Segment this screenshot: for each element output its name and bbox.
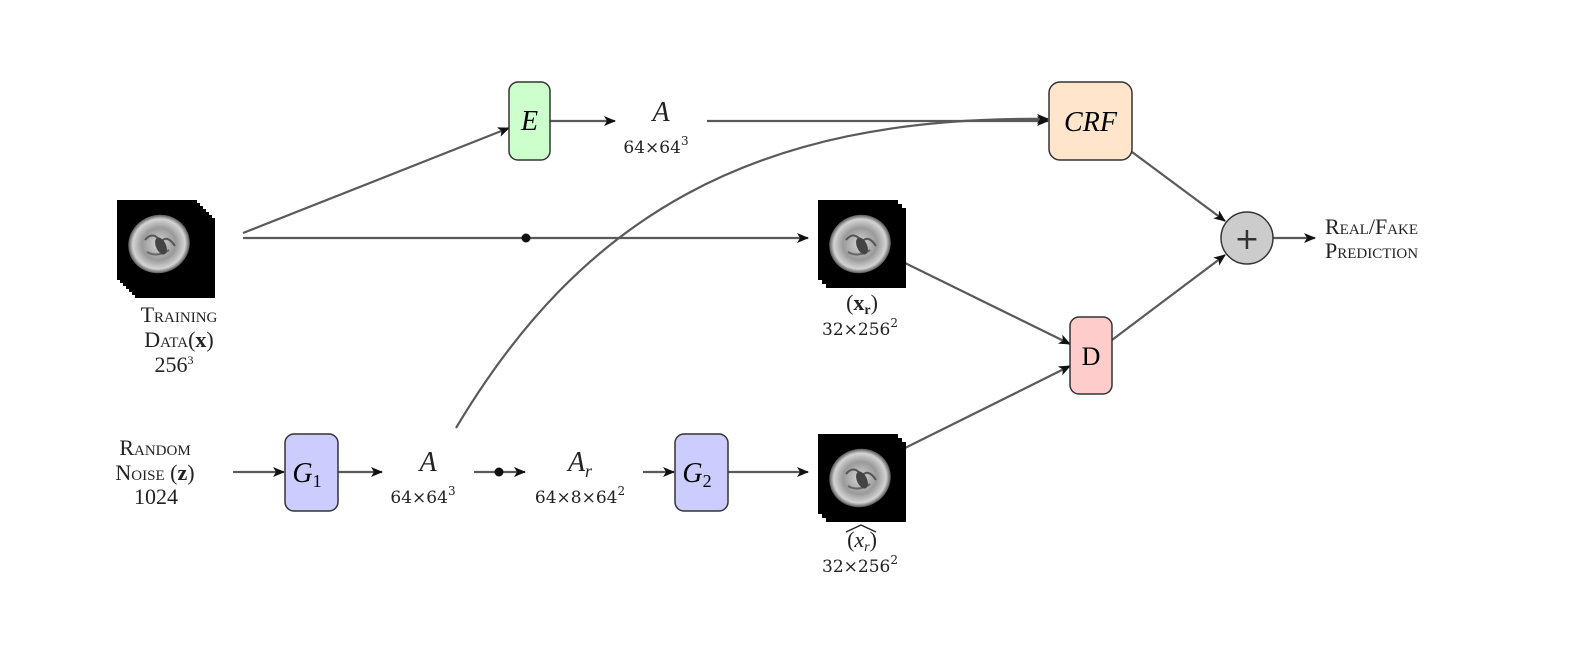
ar-dims-sup: 2	[617, 484, 625, 498]
a-top-dims: 64×64	[623, 138, 681, 158]
training-size: 256	[155, 352, 188, 377]
hat-accent	[845, 524, 877, 533]
encoder-label: E	[520, 106, 538, 137]
plus-icon: +	[1234, 222, 1259, 257]
ar-node: Ar 64×8×642	[535, 447, 625, 508]
noise-label-suffix: )	[187, 460, 194, 485]
svg-text:2563: 2563	[155, 352, 194, 377]
training-label-var: x	[195, 327, 206, 352]
xr-open: (	[846, 290, 853, 315]
generator2-block: G2	[674, 433, 729, 512]
ar-dims: 64×8×64	[535, 488, 618, 508]
svg-text:G2: G2	[682, 458, 711, 491]
xr-close: )	[871, 290, 878, 315]
edge-a-to-crf-curve	[455, 113, 1049, 429]
generator2-subscript: 2	[703, 471, 712, 491]
ar-subscript: r	[585, 461, 593, 481]
crf-label: CRF	[1064, 107, 1118, 138]
svg-text:(xr): (xr)	[846, 290, 878, 318]
xr-hat-dims: 32×256	[822, 557, 890, 577]
noise-caption: Random Noise (z) 1024	[115, 435, 194, 509]
training-label-line1: Training	[141, 302, 218, 327]
xr-hat-close: )	[870, 527, 877, 552]
encoder-block: E	[508, 81, 551, 161]
xr-hat-caption: (xr) 32×2562	[822, 524, 898, 577]
generator2-label: G	[682, 458, 702, 489]
xr-dims: 32×256	[822, 320, 890, 340]
connections	[233, 113, 1316, 477]
a-bottom-dims-sup: 3	[448, 484, 456, 498]
svg-text:Noise (z): Noise (z)	[115, 460, 194, 485]
xr-hat-dims-sup: 2	[890, 553, 898, 567]
svg-text:G1: G1	[292, 458, 321, 491]
noise-size: 1024	[134, 484, 178, 509]
xr-dims-sup: 2	[890, 316, 898, 330]
output-line2: Prediction	[1325, 238, 1418, 263]
training-label-suffix: )	[206, 327, 213, 352]
edge-xrhat-to-d	[904, 365, 1071, 449]
a-top-dims-sup: 3	[681, 134, 689, 148]
discriminator-block: D	[1069, 316, 1113, 395]
crf-block: CRF	[1048, 81, 1133, 161]
svg-text:(xr): (xr)	[847, 527, 877, 555]
sum-node: +	[1220, 211, 1274, 265]
noise-label-line1: Random	[119, 435, 190, 460]
output-caption: Real/Fake Prediction	[1325, 214, 1418, 263]
xr-sub: r	[864, 303, 870, 318]
training-size-sup: 3	[188, 353, 194, 367]
svg-text:Ar: Ar	[566, 447, 593, 481]
ar-symbol: A	[566, 447, 586, 478]
training-data-image-stack	[116, 199, 218, 301]
generator1-block: G1	[284, 433, 339, 512]
xr-hat-var: x	[853, 527, 864, 552]
a-top-symbol: A	[650, 97, 670, 128]
svg-text:64×8×642: 64×8×642	[535, 484, 625, 508]
xr-hat-sub: r	[864, 540, 870, 555]
xr-var: x	[853, 290, 864, 315]
svg-text:32×2562: 32×2562	[822, 553, 898, 577]
noise-label-var: z	[177, 460, 187, 485]
edge-training-to-encoder	[242, 126, 510, 235]
edge-xr-to-d	[904, 262, 1071, 345]
output-line1: Real/Fake	[1325, 214, 1418, 239]
xr-hat-open: (	[847, 527, 854, 552]
edge-d-to-sum	[1111, 254, 1226, 341]
junction-dot-bottom	[494, 467, 504, 477]
generator1-label: G	[292, 458, 312, 489]
svg-text:64×643: 64×643	[623, 134, 688, 158]
xr-hat-image-stack	[817, 433, 909, 525]
discriminator-label: D	[1082, 342, 1101, 371]
a-bottom-node: A 64×643	[390, 447, 455, 508]
xr-caption: (xr) 32×2562	[822, 290, 898, 340]
training-data-caption: Training Data(x) 2563	[141, 302, 218, 377]
svg-text:Data(x): Data(x)	[144, 327, 214, 352]
edge-crf-to-sum	[1131, 151, 1226, 222]
svg-text:64×643: 64×643	[390, 484, 455, 508]
training-label-prefix: Data(	[144, 327, 195, 352]
generator1-subscript: 1	[313, 471, 322, 491]
a-bottom-symbol: A	[417, 447, 437, 478]
a-top-node: A 64×643	[623, 97, 688, 158]
junction-dot-top	[521, 233, 531, 243]
xr-image-stack	[817, 199, 909, 291]
a-bottom-dims: 64×64	[390, 488, 448, 508]
noise-label-prefix: Noise (	[115, 460, 177, 485]
svg-text:32×2562: 32×2562	[822, 316, 898, 340]
